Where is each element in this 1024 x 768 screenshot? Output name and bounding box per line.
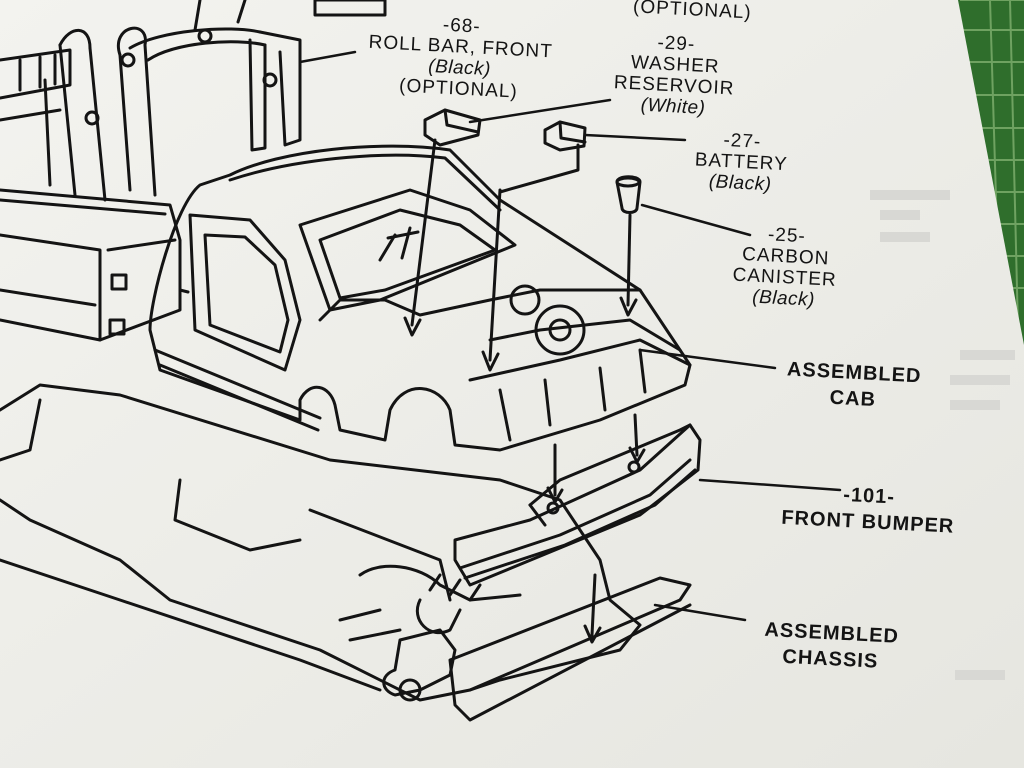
assembly-arrows (403, 138, 646, 644)
arrow-bed (43, 78, 52, 187)
leader-lines (298, 50, 842, 622)
washer-reservoir-part (423, 108, 482, 147)
pickup-bed (0, 48, 182, 342)
arrow-top-2 (236, 0, 247, 24)
battery-part (543, 120, 587, 152)
assembled-chassis (0, 383, 692, 722)
roll-bar-callout: -68- ROLL BAR, FRONT (Black) (OPTIONAL) (351, 10, 570, 105)
cab-callout: ASSEMBLED CAB (777, 356, 930, 416)
chassis-callout: ASSEMBLED CHASSIS (747, 616, 914, 677)
washer-callout: -29- WASHER RESERVOIR (White) (608, 30, 742, 121)
assembled-cab (148, 144, 692, 452)
bumper-callout: -101- FRONT BUMPER (767, 478, 969, 540)
carbon-canister-part (615, 175, 642, 214)
roll-bar-front (58, 26, 302, 202)
arrow-top-1 (193, 0, 202, 32)
front-bumper (453, 423, 702, 587)
battery-callout: -27- BATTERY (Black) (685, 128, 798, 197)
canister-callout: -25- CARBON CANISTER (Black) (721, 222, 850, 312)
